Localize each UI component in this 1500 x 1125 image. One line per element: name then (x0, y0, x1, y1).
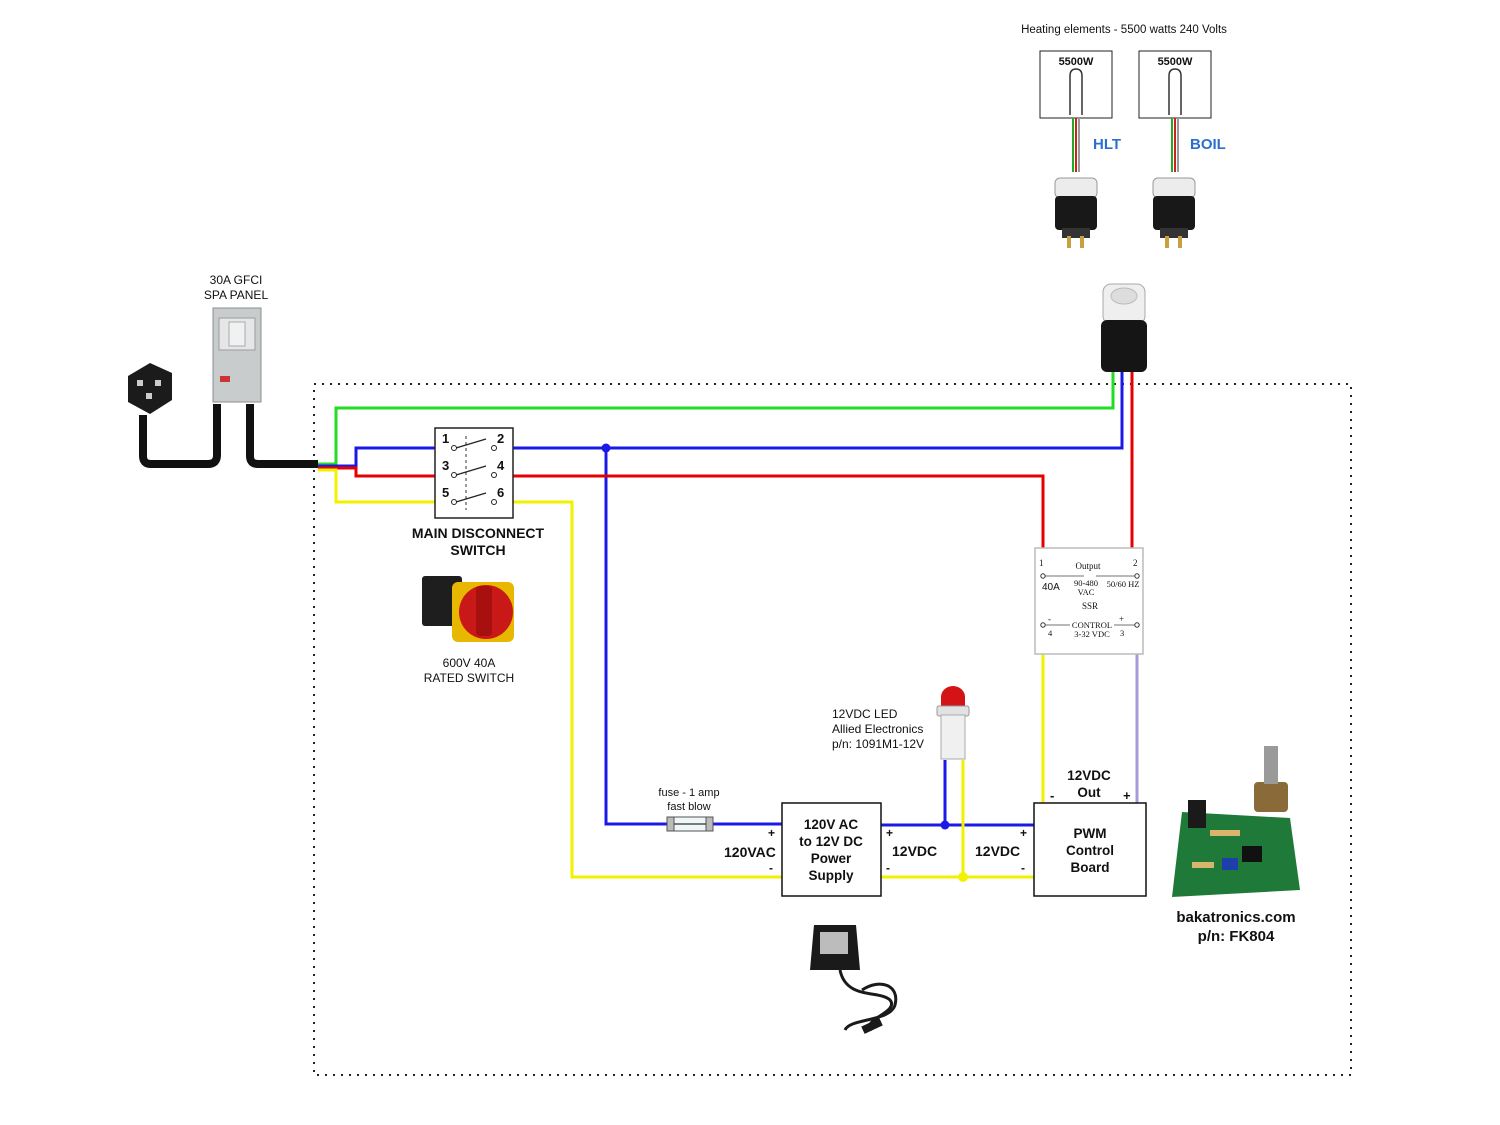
power-supply-line4: Supply (808, 868, 853, 883)
switch-terminal-6: 6 (497, 485, 504, 500)
yellow-wire-neutral (318, 468, 782, 879)
switch-terminal-1: 1 (442, 431, 449, 446)
solid-state-relay (1034, 547, 1144, 655)
blue-wire-neutral (604, 448, 668, 826)
ps-output-minus: - (886, 861, 890, 875)
pwm-line1: PWM (1074, 826, 1107, 841)
led-indicator-icon (936, 686, 970, 760)
ssr-name: SSR (1082, 601, 1098, 611)
green-ground-wire (318, 372, 1115, 466)
element-1-rating: 5500W (1059, 56, 1094, 68)
heating-element-boil: 5500W (1138, 50, 1212, 172)
gfci-spa-panel-icon (212, 307, 262, 403)
panel-label-line2: SPA PANEL (204, 288, 269, 302)
pwm-out-line2: Out (1077, 785, 1101, 800)
pwm-input-plus: + (1020, 826, 1027, 840)
ssr-output-label: Output (1075, 561, 1101, 571)
ps-input-plus: + (768, 826, 775, 840)
ssr-terminal-4: 4 (1048, 628, 1053, 638)
switch-terminal-5: 5 (442, 485, 449, 500)
led-label-line1: 12VDC LED (832, 707, 898, 721)
switch-terminal-4: 4 (497, 458, 505, 473)
fuse-icon (666, 816, 714, 832)
hlt-label: HLT (1093, 136, 1121, 153)
ssr-terminal-2: 2 (1133, 558, 1138, 568)
switch-rating-line2: RATED SWITCH (424, 671, 514, 685)
ssr-control-range: 3-32 VDC (1074, 629, 1110, 639)
pwm-control-box (1033, 802, 1147, 897)
ssr-vac-unit: VAC (1078, 587, 1095, 597)
switch-title-line2: SWITCH (450, 542, 505, 558)
switch-rating-line1: 600V 40A (443, 656, 496, 670)
pwm-out-plus: + (1123, 788, 1131, 803)
boil-label: BOIL (1190, 136, 1226, 153)
power-supply-line2: to 12V DC (799, 834, 863, 849)
heating-title: Heating elements - 5500 watts 240 Volts (1021, 24, 1227, 36)
ssr-vac-range: 90-480 (1074, 578, 1098, 588)
pwm-circuit-board-icon (1172, 746, 1300, 897)
power-cord (139, 404, 221, 468)
pwm-out-line1: 12VDC (1067, 768, 1111, 783)
heating-element-hlt: 5500W (1039, 50, 1113, 172)
fuse-label-line2: fast blow (667, 801, 710, 813)
ssr-terminal-3: 3 (1120, 628, 1124, 638)
ps-input-minus: - (769, 861, 773, 875)
twist-lock-receptacle-icon (1101, 283, 1147, 372)
vendor-line1: bakatronics.com (1176, 909, 1295, 926)
led-label-line3: p/n: 1091M1-12V (832, 737, 924, 751)
ssr-minus: - (1048, 614, 1051, 624)
ps-output-plus: + (886, 826, 893, 840)
red-wire-l2 (318, 466, 1045, 556)
power-supply-line3: Power (811, 851, 852, 866)
wall-adapter-icon (810, 925, 898, 1034)
twist-lock-plug-icon (1054, 177, 1098, 248)
switch-terminal-2: 2 (497, 431, 504, 446)
ssr-control-label: CONTROL (1072, 620, 1112, 630)
power-plug-icon (128, 363, 172, 414)
ps-output-label: 12VDC (892, 843, 937, 859)
vendor-line2: p/n: FK804 (1198, 928, 1275, 945)
ssr-amp: 40A (1042, 582, 1060, 593)
switch-title-line1: MAIN DISCONNECT (412, 525, 545, 541)
ssr-freq: 50/60 HZ (1107, 579, 1140, 589)
rotary-disconnect-switch-icon (422, 576, 514, 642)
panel-label-line1: 30A GFCI (210, 273, 263, 287)
pwm-out-minus: - (1050, 788, 1054, 803)
ssr-plus: + (1119, 614, 1124, 624)
element-2-rating: 5500W (1158, 56, 1193, 68)
pwm-input-label: 12VDC (975, 843, 1020, 859)
panel-cord (246, 404, 318, 468)
fuse-label-line1: fuse - 1 amp (658, 787, 719, 799)
power-supply-line1: 120V AC (804, 817, 859, 832)
pwm-input-minus: - (1021, 861, 1025, 875)
led-label-line2: Allied Electronics (832, 722, 923, 736)
pwm-line3: Board (1070, 860, 1109, 875)
ssr-terminal-1: 1 (1039, 558, 1044, 568)
pwm-line2: Control (1066, 843, 1114, 858)
main-disconnect-switch (434, 427, 514, 519)
power-supply-box (781, 802, 882, 897)
switch-terminal-3: 3 (442, 458, 449, 473)
ps-input-label: 120VAC (724, 844, 776, 860)
twist-lock-plug-icon (1152, 177, 1196, 248)
